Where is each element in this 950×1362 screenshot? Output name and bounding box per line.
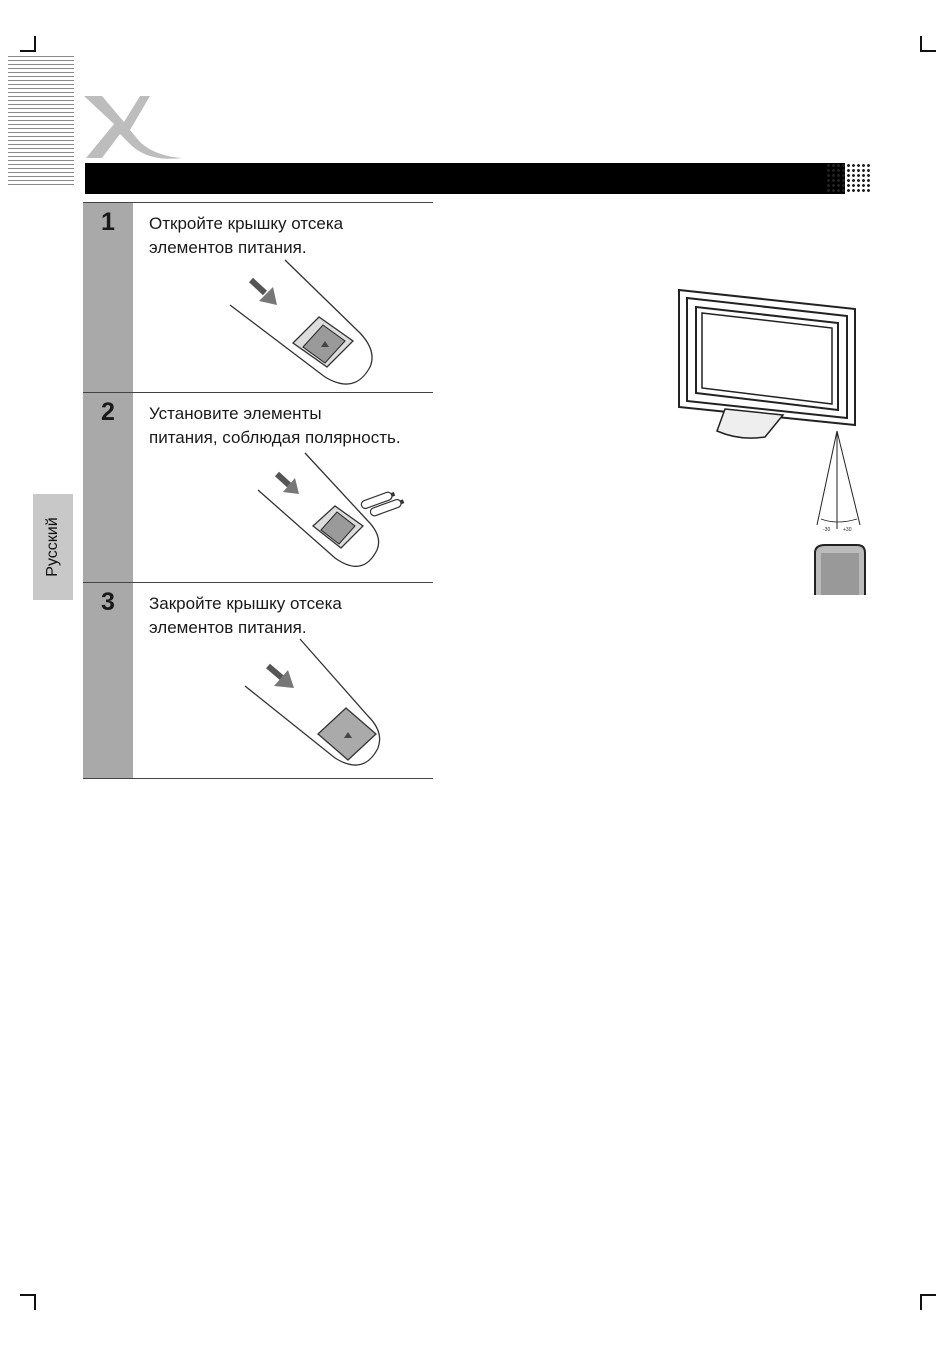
step-divider	[83, 582, 433, 583]
crop-mark-bottom-right	[920, 1294, 936, 1310]
crop-mark-top-left	[20, 36, 36, 52]
remote-control-icon	[225, 255, 395, 390]
language-tab[interactable]: Русский	[33, 494, 73, 600]
step-2-number: 2	[101, 398, 115, 427]
step-1-number: 1	[101, 208, 115, 237]
remote-control-icon	[240, 636, 400, 774]
language-tab-label: Русский	[44, 517, 62, 576]
step-divider	[83, 778, 433, 779]
crop-mark-bottom-left	[20, 1294, 36, 1310]
brand-x-logo	[80, 92, 190, 164]
tv-icon: -30 +30	[665, 285, 875, 600]
step-2-text: Установите элементы питания, соблюдая по…	[149, 402, 469, 450]
step-1-text: Откройте крышку отсека элементов питания…	[149, 212, 469, 260]
step-divider	[83, 202, 433, 203]
angle-label-left: -30	[823, 527, 830, 533]
battery-icon	[358, 488, 410, 518]
remote-control-icon	[815, 545, 865, 595]
step-3-number: 3	[101, 588, 115, 617]
header-bar	[85, 163, 845, 194]
decorative-stripes	[8, 56, 74, 186]
crop-mark-top-right	[920, 36, 936, 52]
step-divider	[83, 392, 433, 393]
header-dot-pattern	[826, 163, 870, 194]
angle-label-right: +30	[843, 527, 852, 533]
step-3-text: Закройте крышку отсека элементов питания…	[149, 592, 469, 640]
